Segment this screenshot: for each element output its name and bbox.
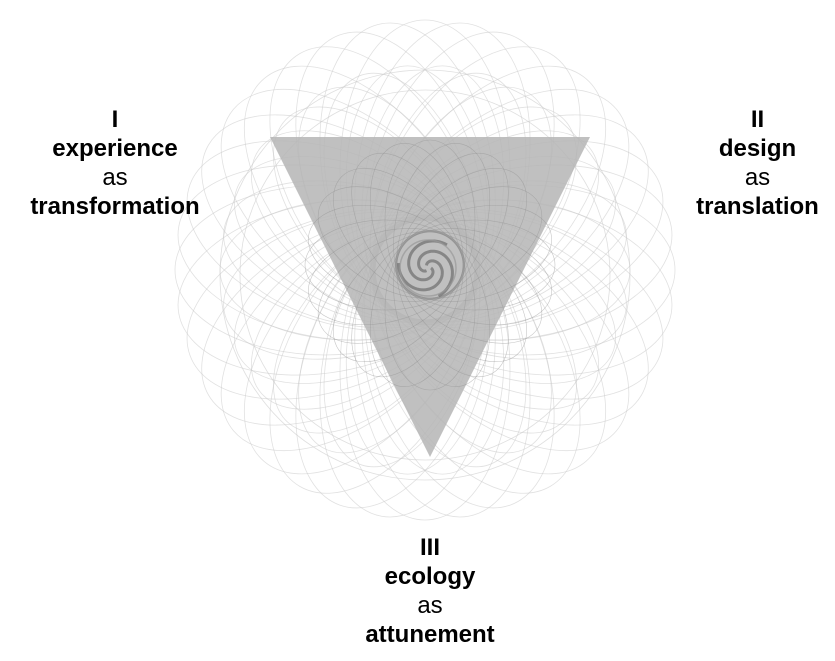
inverted-triangle <box>270 137 590 457</box>
subject-design: design <box>718 135 797 162</box>
label-design-translation: II design as translation <box>680 105 835 221</box>
triangle-inner-pattern <box>304 139 556 391</box>
connector-as: as <box>744 164 771 191</box>
inner-spiro-loop <box>396 167 528 299</box>
subject-ecology: ecology <box>384 563 476 590</box>
spiro-outer-ring <box>219 69 631 481</box>
spiral-arm <box>417 249 454 298</box>
spiral-ring <box>399 239 457 297</box>
connector-as: as <box>102 164 128 191</box>
result-transformation: transformation <box>30 193 200 220</box>
center-spiral <box>396 239 457 298</box>
spiro-outer-ring <box>239 89 611 461</box>
numeral-i: I <box>111 106 119 133</box>
label-ecology-attunement: III ecology as attunement <box>330 533 530 649</box>
result-attunement: attunement <box>365 621 495 648</box>
spiral-arm <box>407 239 448 282</box>
numeral-ii: II <box>750 106 765 133</box>
result-translation: translation <box>696 193 819 220</box>
subject-experience: experience <box>52 135 178 162</box>
numeral-iii: III <box>419 534 440 561</box>
spiral-arm <box>396 259 444 292</box>
inner-spiro-loop <box>384 139 476 301</box>
label-experience-transformation: I experience as transformation <box>0 105 230 221</box>
connector-as: as <box>417 592 443 619</box>
inner-spiro-loop <box>395 204 552 302</box>
